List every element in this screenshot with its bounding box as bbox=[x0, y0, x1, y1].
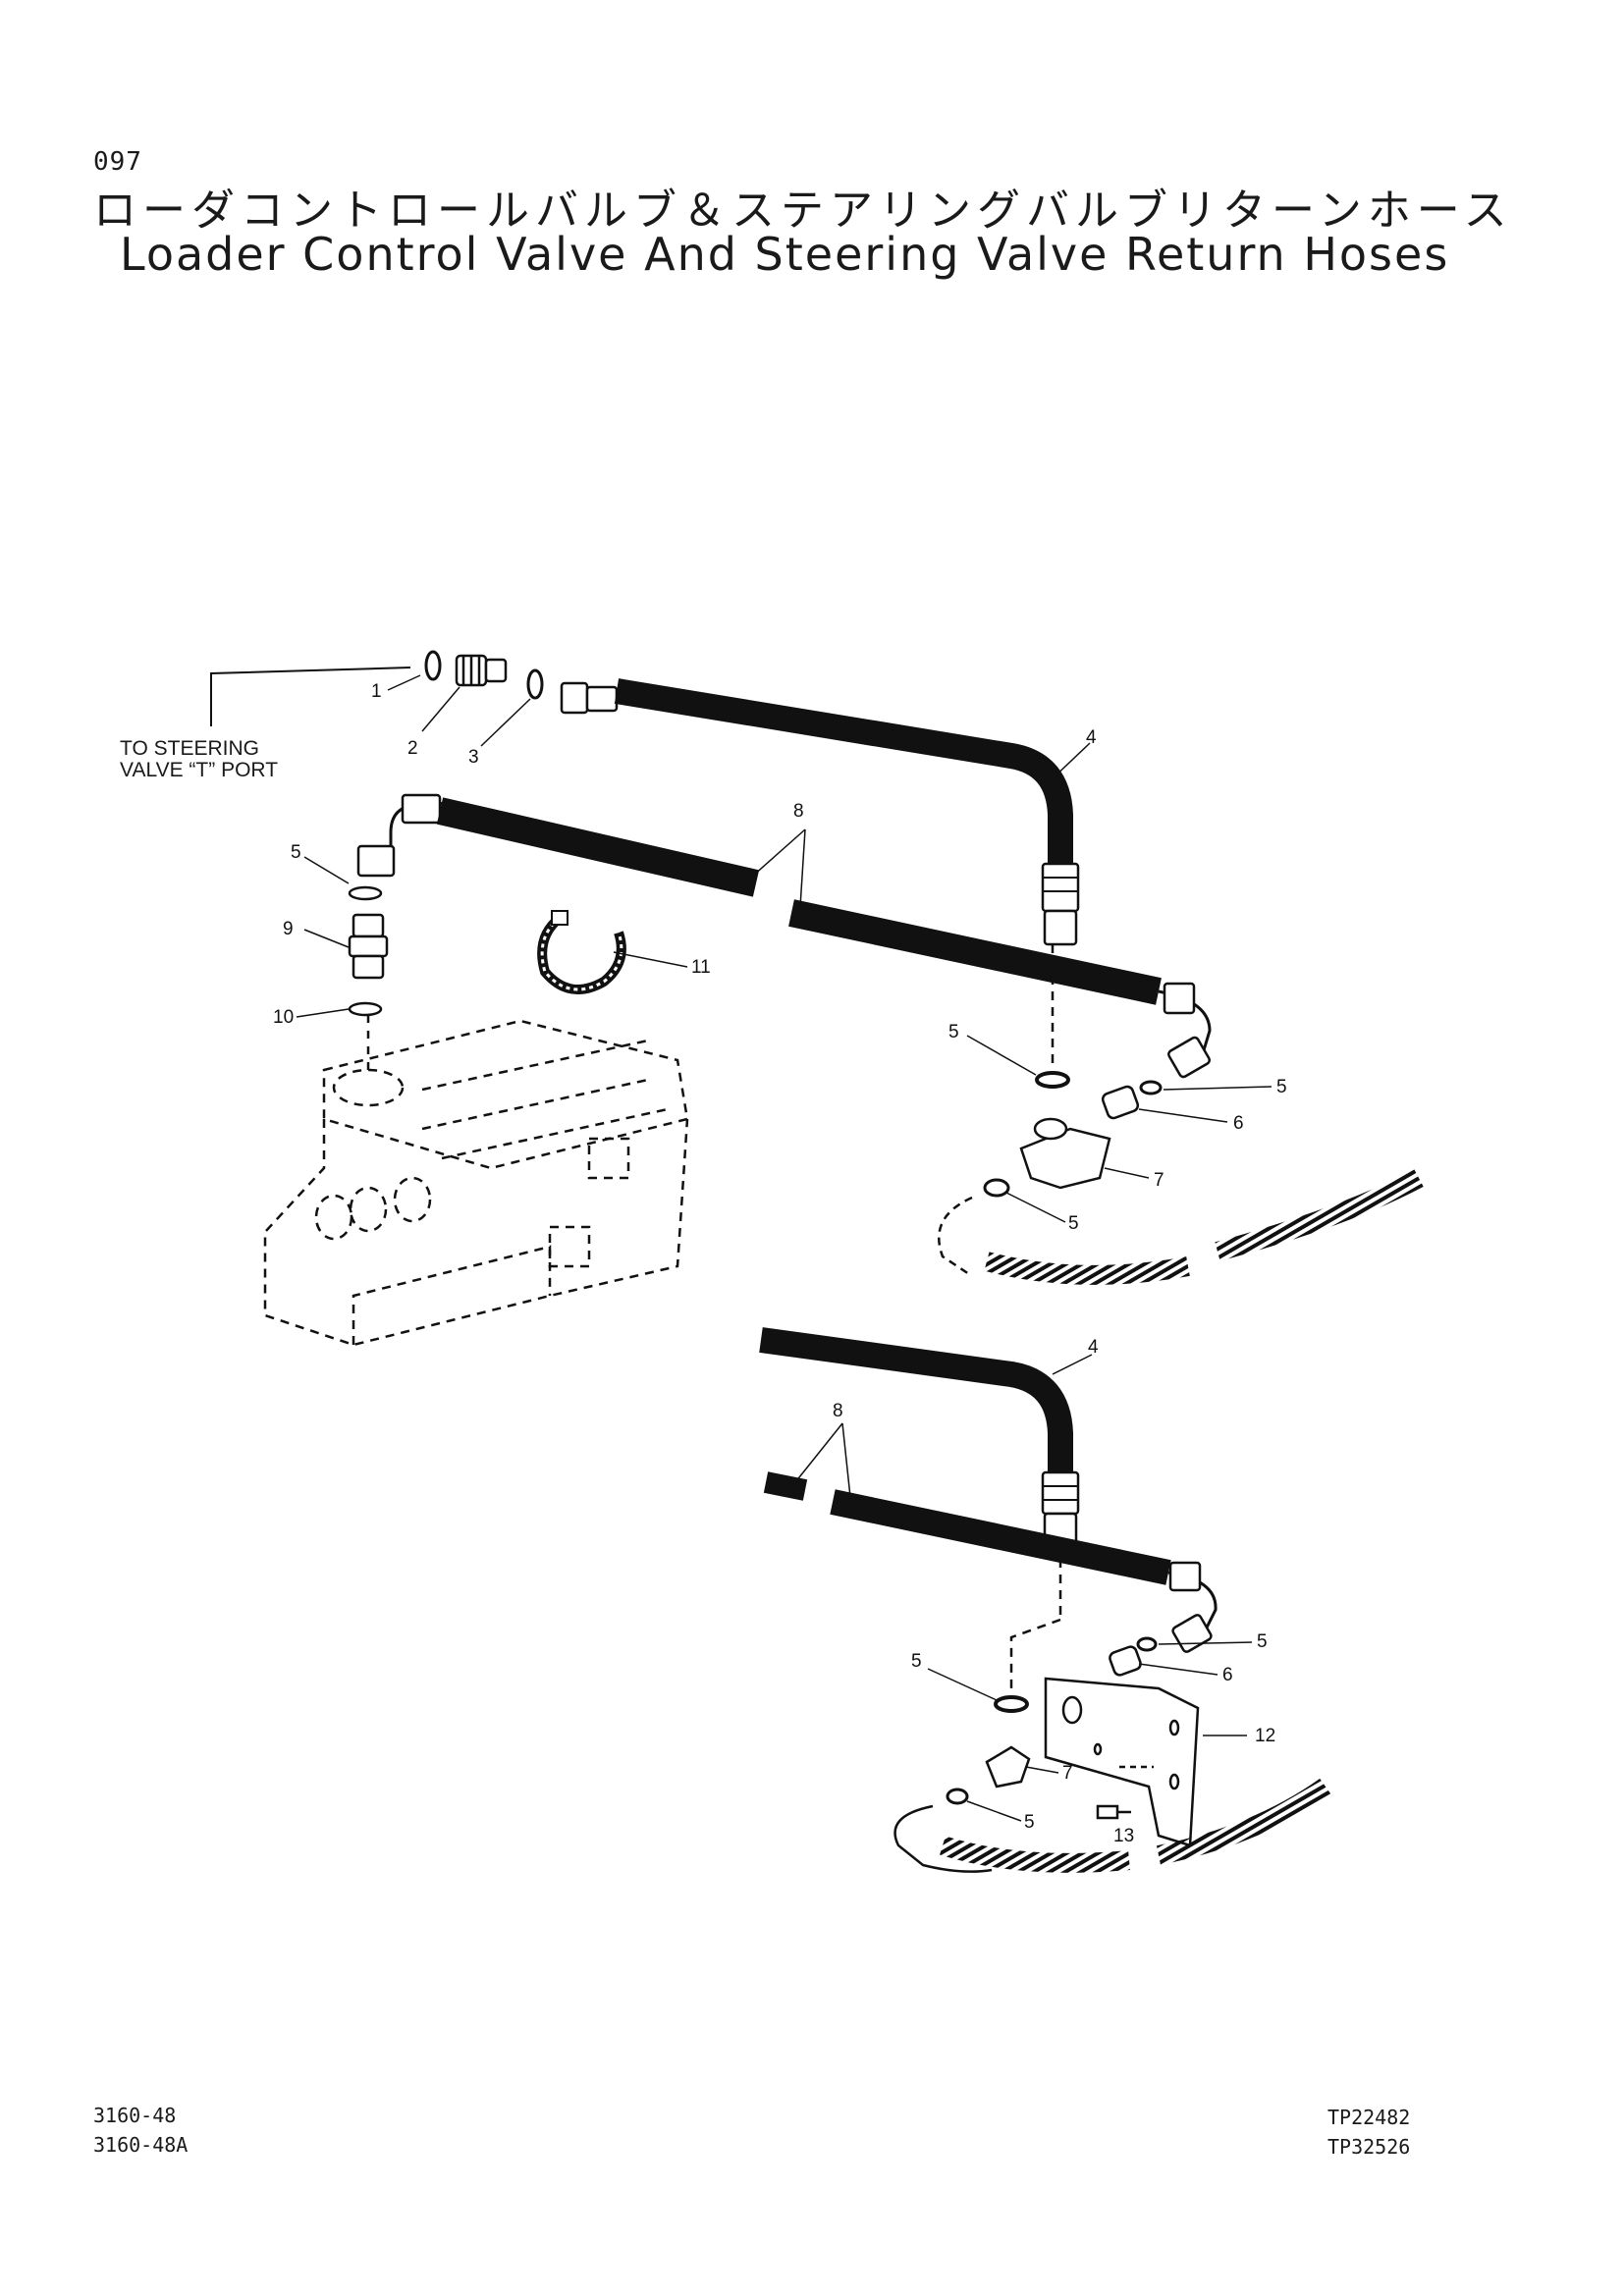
footer-left-code-2: 3160-48A bbox=[93, 2133, 189, 2157]
steering-port-note: TO STEERING VALVE “T” PORT bbox=[120, 738, 278, 781]
callout-6-upper: 6 bbox=[1233, 1113, 1244, 1134]
callout-7-lower: 7 bbox=[1062, 1763, 1073, 1784]
callout-numbers: 1 2 3 4 5 8 9 10 11 5 5 6 7 5 4 8 5 5 6 … bbox=[273, 681, 1287, 1846]
hose-8-upper bbox=[356, 793, 1212, 1079]
footer-right-code-1: TP22482 bbox=[1327, 2106, 1411, 2129]
callout-4-upper: 4 bbox=[1086, 727, 1097, 748]
hose-4-upper bbox=[560, 678, 1080, 946]
note-line-2: VALVE “T” PORT bbox=[120, 759, 279, 781]
note-line-1: TO STEERING bbox=[120, 737, 259, 760]
callout-5-a: 5 bbox=[291, 842, 301, 863]
callout-6-lower: 6 bbox=[1222, 1665, 1233, 1685]
bracket-12 bbox=[1044, 1677, 1200, 1847]
fittings-right-lower bbox=[893, 1543, 1158, 1873]
callout-11: 11 bbox=[691, 957, 711, 978]
band-clamp-11 bbox=[537, 910, 626, 994]
callout-leaders bbox=[296, 674, 1272, 1822]
hose-8-lower bbox=[763, 1471, 1218, 1653]
callout-12: 12 bbox=[1255, 1726, 1275, 1746]
callout-13: 13 bbox=[1113, 1826, 1134, 1846]
callout-5-c: 5 bbox=[1276, 1077, 1287, 1097]
footer-right-codes: TP22482 TP32526 bbox=[1327, 2103, 1410, 2162]
callout-2: 2 bbox=[407, 738, 418, 759]
callout-5-b: 5 bbox=[948, 1022, 959, 1042]
footer-right-code-2: TP32526 bbox=[1327, 2135, 1411, 2159]
callout-5-f: 5 bbox=[1257, 1631, 1268, 1652]
callout-7-upper: 7 bbox=[1154, 1170, 1164, 1191]
note-leader-line bbox=[210, 667, 411, 726]
footer-left-code-1: 3160-48 bbox=[93, 2104, 177, 2127]
callout-5-d: 5 bbox=[1068, 1213, 1079, 1234]
frame-hatching-lower bbox=[940, 1778, 1331, 1873]
page-number: 097 bbox=[93, 147, 142, 177]
frame-hatching-upper bbox=[984, 1169, 1424, 1285]
callout-1: 1 bbox=[371, 681, 382, 702]
callout-5-e: 5 bbox=[911, 1651, 922, 1672]
adapter-2 bbox=[455, 654, 508, 687]
fittings-left-stack bbox=[348, 885, 389, 1070]
o-ring-1 bbox=[424, 650, 442, 681]
callout-8-upper: 8 bbox=[793, 801, 804, 822]
callout-5-g: 5 bbox=[1024, 1812, 1035, 1833]
title-english: Loader Control Valve And Steering Valve … bbox=[120, 228, 1450, 281]
loader-control-valve bbox=[263, 1019, 689, 1347]
footer-left-codes: 3160-48 3160-48A bbox=[93, 2101, 188, 2160]
callout-9: 9 bbox=[283, 919, 294, 939]
callout-3: 3 bbox=[468, 747, 479, 768]
callout-4-lower: 4 bbox=[1088, 1337, 1099, 1358]
o-ring-3 bbox=[526, 668, 544, 700]
title-japanese: ローダコントロールバルブ＆ステアリングバルブリターンホース bbox=[93, 186, 1513, 236]
fittings-right-upper bbox=[938, 944, 1163, 1278]
callout-8-lower: 8 bbox=[833, 1401, 843, 1421]
callout-10: 10 bbox=[273, 1007, 294, 1028]
